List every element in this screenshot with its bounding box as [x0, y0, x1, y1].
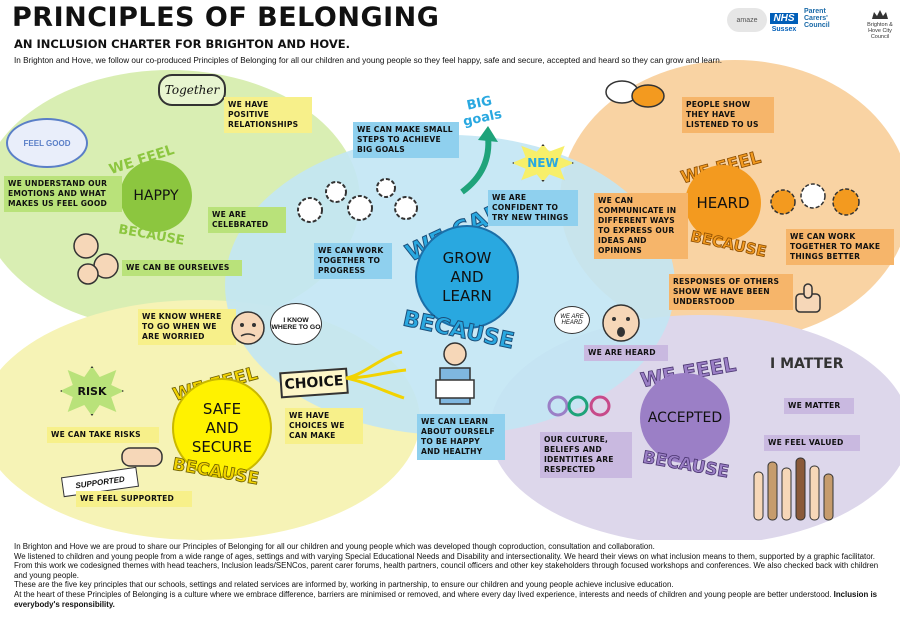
statement-work-together-better: WE CAN WORK TOGETHER TO MAKE THINGS BETT… [786, 229, 894, 265]
safe-secure-circle: SAFE AND SECURE [172, 378, 272, 478]
page-subtitle: AN INCLUSION CHARTER FOR BRIGHTON AND HO… [14, 37, 350, 51]
speech-bubbles-doodle [605, 80, 665, 108]
nhs-logo-text: NHS [770, 13, 798, 24]
choice-doodle: CHOICE [279, 367, 349, 399]
footer-paragraph-3: These are the five key principles that o… [14, 580, 674, 590]
page-title: PRINCIPLES OF BELONGING [12, 2, 440, 33]
statement-supported: WE FEEL SUPPORTED [76, 491, 192, 507]
safe-label-1: SAFE [202, 399, 242, 418]
intro-text: In Brighton and Hove, we follow our co-p… [14, 56, 723, 65]
children-faces-doodle [73, 233, 119, 285]
helping-hand-doodle [121, 447, 163, 467]
up-arrow-doodle [460, 126, 498, 195]
statement-confident: WE ARE CONFIDENT TO TRY NEW THINGS [488, 190, 578, 226]
safe-label-2: AND [205, 418, 239, 437]
listening-face-doodle [602, 304, 640, 342]
statement-valued: WE FEEL VALUED [764, 435, 860, 451]
nhs-sussex-logo: NHS Sussex [768, 8, 800, 33]
happy-circle: HAPPY [120, 160, 192, 232]
nhs-region: Sussex [771, 26, 797, 33]
risk-starburst: RISK [60, 366, 124, 416]
grow-label-3: LEARN [442, 286, 492, 305]
identity-symbols-doodle [547, 395, 611, 417]
thumbs-up-doodle [795, 283, 821, 313]
orange-gears-doodle [770, 183, 860, 216]
statement-take-risks: WE CAN TAKE RISKS [47, 427, 159, 443]
gears-doodle [297, 178, 418, 223]
statement-ourselves: WE CAN BE OURSELVES [122, 260, 242, 276]
heard-circle-label: HEARD [696, 194, 750, 212]
brighton-hove-council-logo: Brighton & Hove City Council [862, 8, 898, 40]
statement-responses: RESPONSES OF OTHERS SHOW WE HAVE BEEN UN… [669, 274, 793, 310]
amaze-logo: amaze [727, 8, 767, 32]
know-where-speech-bubble: I KNOW WHERE TO GO [270, 303, 322, 345]
statement-we-are-heard: WE ARE HEARD [584, 345, 668, 361]
grow-learn-circle: GROW AND LEARN [415, 225, 519, 329]
statement-culture: OUR CULTURE, BELIEFS AND IDENTITIES ARE … [540, 432, 632, 478]
footer-paragraph-2: We listened to children and young people… [14, 551, 879, 580]
footer-paragraph-4: At the heart of these Principles of Belo… [14, 589, 878, 609]
statement-know-where: WE KNOW WHERE TO GO WHEN WE ARE WORRIED [138, 309, 236, 345]
grow-label-1: GROW [442, 248, 492, 267]
footer-text: In Brighton and Hove we are proud to sha… [14, 542, 889, 609]
statement-emotions: WE UNDERSTAND OUR EMOTIONS AND WHAT MAKE… [4, 176, 122, 212]
statement-positive-relationships: WE HAVE POSITIVE RELATIONSHIPS [224, 97, 312, 133]
statement-small-steps: WE CAN MAKE SMALL STEPS TO ACHIEVE BIG G… [353, 122, 459, 158]
accepted-circle-label: ACCEPTED [647, 410, 723, 426]
statement-choices: WE HAVE CHOICES WE CAN MAKE [285, 408, 363, 444]
footer-paragraph-1: In Brighton and Hove we are proud to sha… [14, 542, 655, 551]
statement-learn-about: WE CAN LEARN ABOUT OURSELF TO BE HAPPY A… [417, 414, 505, 460]
feel-good-doodle: FEEL GOOD [6, 118, 88, 168]
together-speech-bubble: Together [158, 74, 226, 106]
statement-celebrated: WE ARE CELEBRATED [208, 207, 286, 233]
raised-hands-doodle [753, 457, 834, 521]
i-matter-doodle: I MATTER [770, 356, 844, 372]
worried-face-doodle [231, 311, 265, 345]
crest-icon [872, 10, 888, 19]
grow-label-2: AND [450, 267, 484, 286]
statement-work-together-progress: WE CAN WORK TOGETHER TO PROGRESS [314, 243, 392, 279]
reading-child-doodle [435, 342, 475, 405]
heard-circle: HEARD [685, 165, 761, 241]
safe-label-3: SECURE [191, 437, 253, 456]
accepted-circle: ACCEPTED [640, 373, 730, 463]
choice-arrows-doodle [345, 350, 407, 400]
footer-emphasis: Inclusion is everybody's responsibility. [14, 589, 878, 609]
statement-matter: WE MATTER [784, 398, 854, 414]
happy-circle-label: HAPPY [133, 188, 179, 204]
we-are-heard-bubble: WE ARE HEARD [554, 306, 590, 334]
statement-communicate: WE CAN COMMUNICATE IN DIFFERENT WAYS TO … [594, 193, 688, 259]
statement-people-show: PEOPLE SHOW THEY HAVE LISTENED TO US [682, 97, 774, 133]
